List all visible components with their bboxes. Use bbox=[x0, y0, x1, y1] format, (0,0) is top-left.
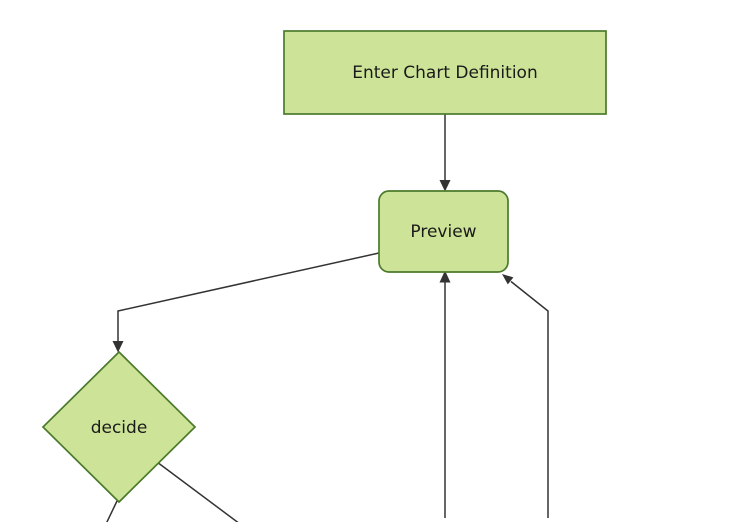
edge-decide-to-offscreen-1 bbox=[106, 500, 118, 522]
arrowhead-into-preview-top bbox=[439, 180, 451, 192]
node-preview: Preview bbox=[378, 190, 509, 273]
arrowhead-into-preview-bottom bbox=[439, 270, 451, 283]
arrowhead-into-preview-corner bbox=[502, 274, 514, 285]
node-decide-shape bbox=[41, 350, 197, 504]
edge-decide-to-offscreen-2 bbox=[156, 461, 239, 522]
node-enter-chart-definition-label: Enter Chart Definition bbox=[352, 63, 537, 83]
node-decide-label: decide bbox=[91, 418, 148, 438]
node-preview-label: Preview bbox=[410, 222, 476, 242]
node-preview-shape bbox=[378, 190, 509, 273]
node-decide: decide bbox=[41, 350, 197, 504]
node-enter-chart-definition: Enter Chart Definition bbox=[283, 30, 607, 115]
arrowhead-into-decide-top bbox=[112, 341, 124, 353]
edge-preview-to-decide bbox=[117, 252, 380, 342]
edge-group bbox=[106, 114, 549, 522]
node-enter-chart-definition-shape bbox=[283, 30, 607, 115]
edge-bottom-to-preview-corner bbox=[510, 280, 549, 518]
